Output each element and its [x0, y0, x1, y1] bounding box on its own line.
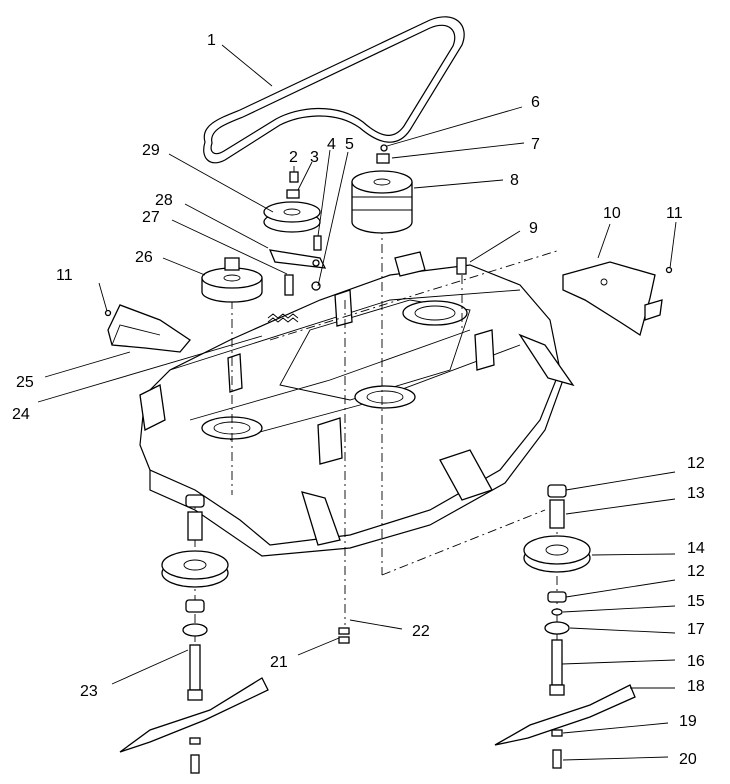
callout-5: 5: [345, 136, 354, 153]
idler-arm-28: [268, 249, 327, 269]
callout-14: 14: [687, 540, 705, 557]
idler-pulley-29: [263, 201, 321, 233]
callout-11-left: 11: [56, 267, 73, 284]
spring-24: [267, 313, 299, 323]
callout-26: 26: [135, 249, 153, 266]
callout-23: 23: [80, 683, 98, 700]
callout-7: 7: [531, 136, 540, 153]
callout-labels: 1 2 3 4 5 6 7 8 9 10 11 11 12 13 14 12 1…: [12, 32, 705, 768]
drive-belt: [203, 16, 465, 164]
callout-4: 4: [327, 136, 336, 153]
callout-24: 24: [12, 406, 30, 423]
spindle-assembly-right: [494, 484, 636, 769]
belt-guard-25: [107, 304, 191, 353]
callout-16: 16: [687, 653, 705, 670]
belt-guard-10: [562, 261, 663, 337]
callout-28: 28: [155, 192, 173, 209]
callout-9: 9: [529, 220, 538, 237]
callout-21: 21: [270, 654, 288, 671]
callout-17: 17: [687, 621, 705, 638]
callout-11-right: 11: [666, 205, 683, 222]
callout-6: 6: [531, 94, 540, 111]
callout-20: 20: [679, 751, 697, 768]
callout-12-upper: 12: [687, 455, 705, 472]
callout-25: 25: [16, 374, 34, 391]
spindle-assembly-left: [119, 494, 269, 774]
callout-1: 1: [207, 32, 216, 49]
callout-8: 8: [510, 172, 519, 189]
pulley-8: [351, 170, 413, 234]
callout-12-lower: 12: [687, 563, 705, 580]
callout-13: 13: [687, 485, 705, 502]
pulley-26: [201, 257, 263, 303]
callout-3: 3: [310, 149, 319, 166]
callout-27: 27: [142, 209, 160, 226]
callout-19: 19: [679, 713, 697, 730]
callout-22: 22: [412, 623, 430, 640]
callout-leader-lines: [37, 44, 677, 761]
callout-10: 10: [603, 205, 621, 222]
callout-18: 18: [687, 678, 705, 695]
callout-2: 2: [289, 149, 298, 166]
callout-15: 15: [687, 593, 705, 610]
callout-29: 29: [142, 142, 160, 159]
mower-deck-housing: [139, 251, 575, 557]
